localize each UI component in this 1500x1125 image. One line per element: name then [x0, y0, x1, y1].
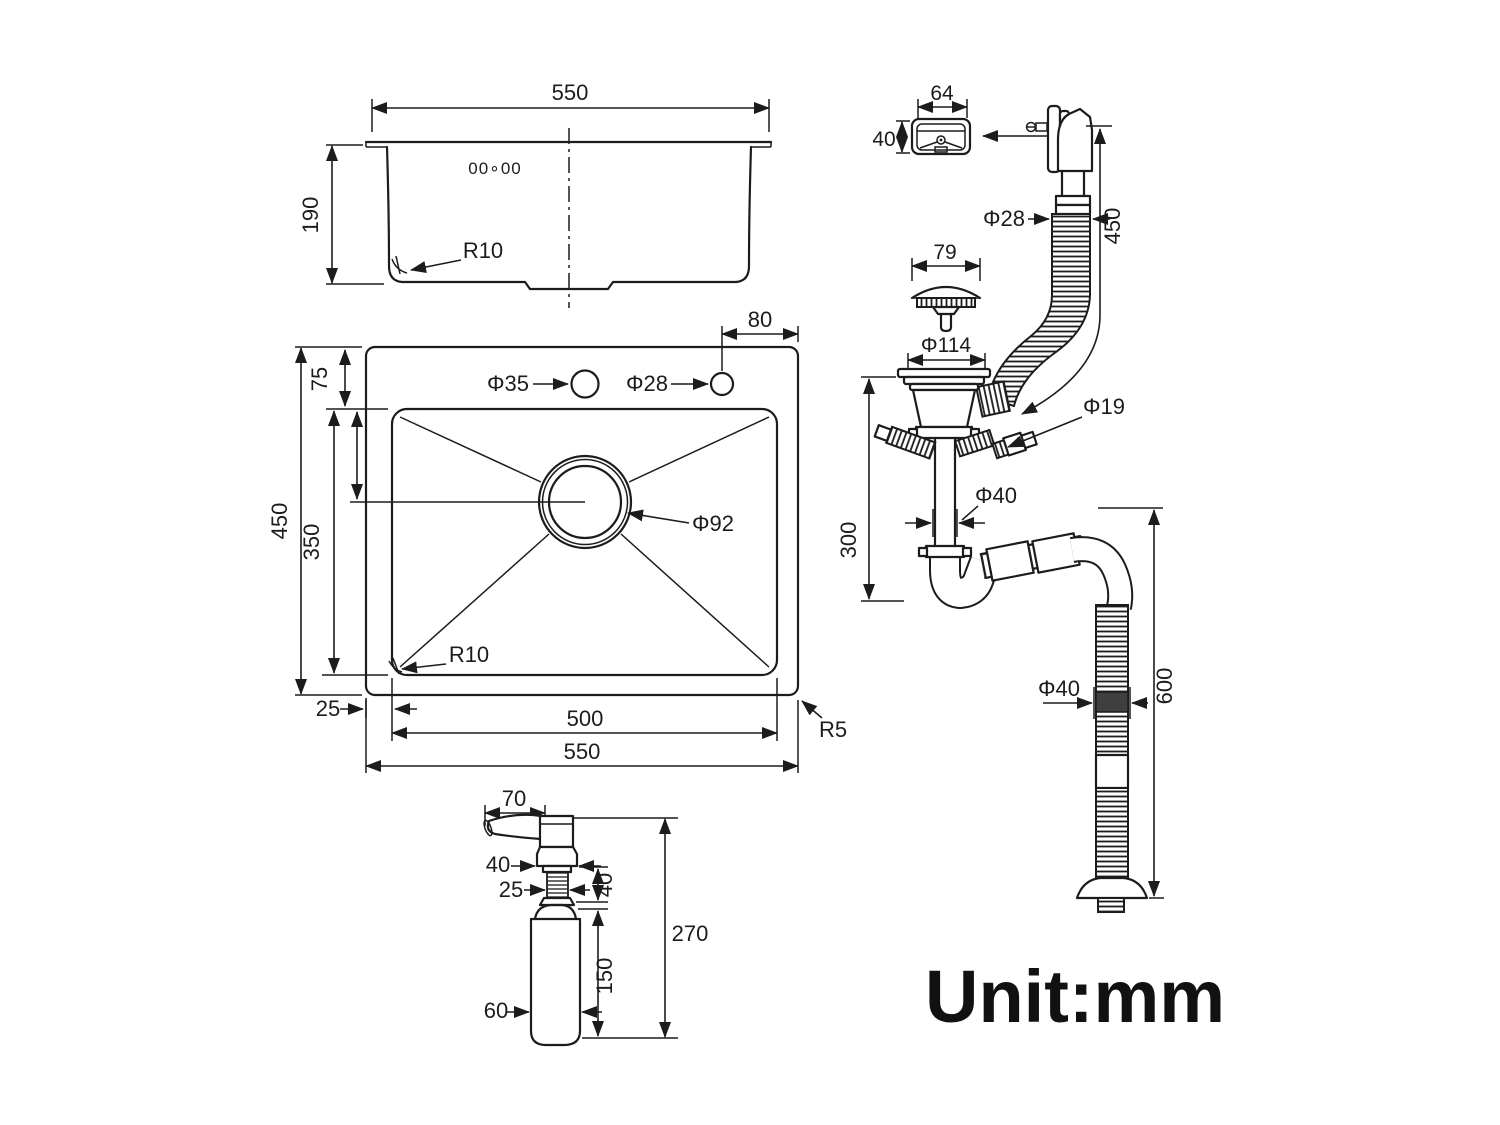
- trap-coupling-nut-1: [980, 540, 1040, 582]
- dim-basket-dia: 79: [933, 241, 956, 264]
- dim-rim-left: 25: [316, 696, 340, 721]
- faucet-hole: [570, 369, 600, 399]
- overflow-assembly-view: 64 40: [872, 82, 1125, 418]
- dim-bottle-height: 150: [592, 958, 617, 995]
- dim-spout-length: 70: [502, 786, 526, 811]
- dim-cover-width: 64: [930, 82, 954, 105]
- label-bowl-corner-radius: R10: [449, 642, 489, 667]
- sink-side-view: 550 00∘00 190 R10: [298, 80, 773, 308]
- unit-label: Unit:mm: [925, 955, 1225, 1038]
- dim-neck-height: 40: [592, 873, 617, 897]
- overflow-elbow: [1046, 104, 1094, 174]
- dim-flange-dia: Φ114: [921, 334, 972, 357]
- dim-outlet-hose-dia: Φ40: [1038, 676, 1080, 701]
- dim-soap-hole-offset: 80: [748, 307, 772, 332]
- dim-cover-height: 40: [872, 128, 895, 151]
- sink-outer-rim: [364, 345, 800, 697]
- dim-plan-width: 550: [564, 739, 601, 764]
- dim-rim-top: 75: [307, 367, 332, 391]
- outlet-hose: [1075, 604, 1149, 913]
- label-drain-dia: Φ92: [692, 511, 734, 536]
- overflow-hose: [986, 213, 1091, 408]
- soap-dispenser-hole: [709, 371, 735, 397]
- dim-branch-dia: Φ19: [1083, 394, 1125, 419]
- dim-side-height: 190: [298, 197, 323, 234]
- dim-trap-height: 300: [836, 522, 861, 559]
- label-side-corner-radius: R10: [463, 238, 503, 263]
- dim-outlet-hose-length: 600: [1152, 668, 1177, 705]
- overflow-hose-coupling: [975, 380, 1011, 418]
- bottle-shoulder: [533, 903, 578, 921]
- dim-dispenser-total-height: 270: [672, 921, 709, 946]
- strainer-basket-view: 79: [910, 241, 982, 333]
- overflow-cover: [910, 117, 972, 156]
- dim-bowl-width: 500: [567, 706, 604, 731]
- dim-head-width: 40: [486, 852, 510, 877]
- dispenser-head: [538, 814, 575, 849]
- soap-dispenser-view: 70 40 25 40 150 60 270: [483, 786, 709, 1047]
- brand-logo: 00∘00: [468, 159, 521, 178]
- label-faucet-hole: Φ35: [487, 371, 529, 396]
- label-soap-hole: Φ28: [626, 371, 668, 396]
- dim-bottle-dia: 60: [484, 998, 508, 1023]
- dispenser-spout: [486, 813, 543, 841]
- dispenser-bottle: [529, 917, 582, 1047]
- dim-tailpipe-dia: Φ40: [975, 483, 1017, 508]
- dishwasher-branch-right: [953, 428, 996, 458]
- dim-bowl-height: 350: [299, 524, 324, 561]
- drain-flange: [896, 367, 992, 429]
- dim-side-width: 550: [552, 80, 589, 105]
- dispenser-thread: [546, 871, 569, 899]
- sink-plan-view: Φ35 Φ28 80 450 75 350 Φ92 R10 25: [267, 307, 847, 773]
- drain-assembly-view: Φ114 Φ19 Φ40: [836, 334, 1177, 913]
- label-rim-corner-radius: R5: [819, 717, 847, 742]
- dim-overflow-hose-dia: Φ28: [983, 206, 1025, 231]
- dim-thread-dia: 25: [499, 877, 523, 902]
- basket-dome: [910, 286, 982, 300]
- dim-plan-height: 450: [267, 503, 292, 540]
- sink-bowl: [390, 407, 779, 677]
- dishwasher-branch-left: [873, 424, 937, 460]
- dim-overflow-hose-length: 450: [1100, 208, 1125, 245]
- screw-icon: [1025, 121, 1048, 133]
- dispenser-shoulder: [535, 845, 579, 868]
